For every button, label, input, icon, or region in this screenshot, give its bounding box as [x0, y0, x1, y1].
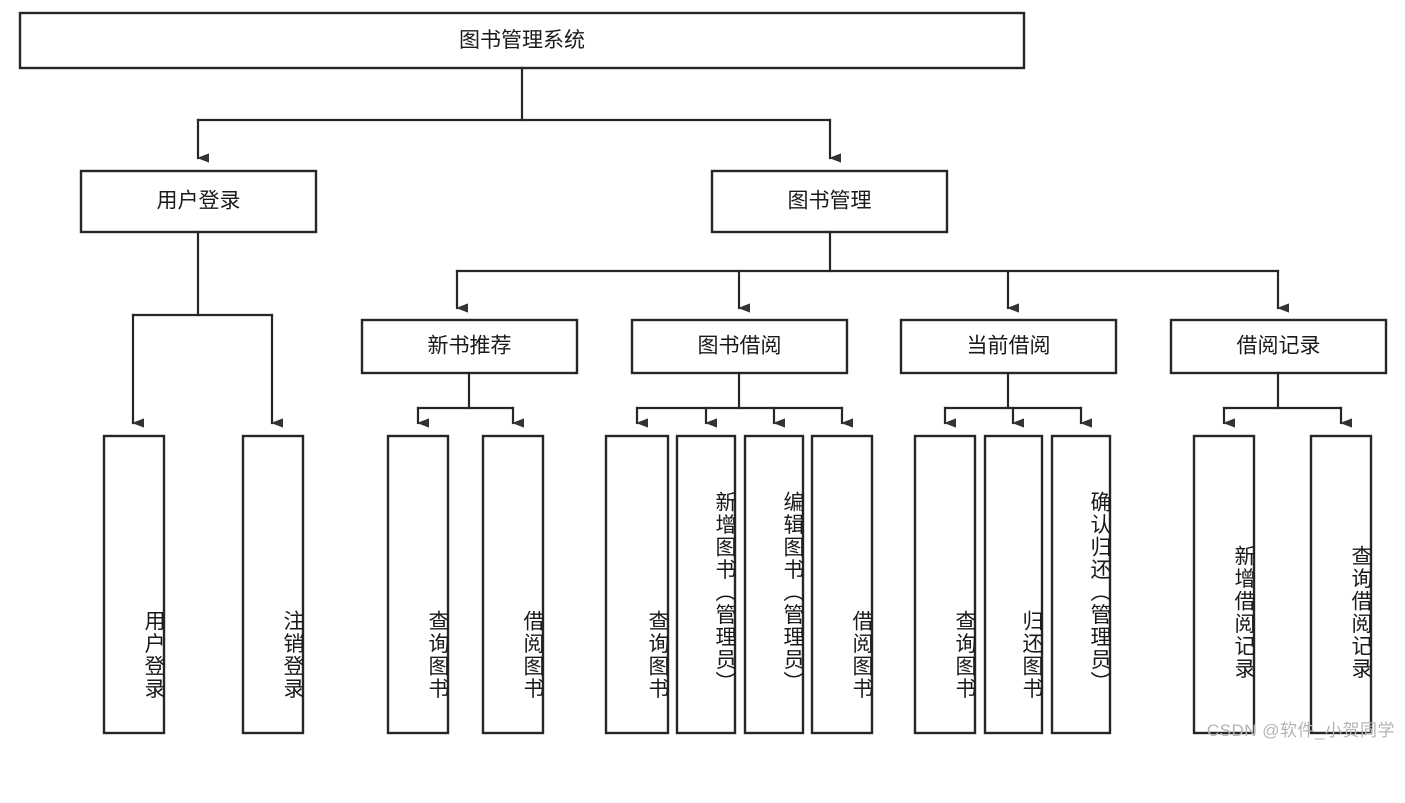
node-box-book-management[interactable] [710, 169, 949, 234]
node-box-leaf-logout[interactable] [241, 434, 305, 735]
node-label-book-borrow: 图书借阅 [698, 335, 782, 358]
node-box-leaf-borrow-book-2[interactable] [810, 434, 874, 735]
node-label-borrow-record: 借阅记录 [1237, 335, 1321, 358]
node-box-leaf-borrow-book-1[interactable] [481, 434, 545, 735]
node-box-leaf-add-borrow-record[interactable] [1192, 434, 1256, 735]
node-label-current-borrow: 当前借阅 [967, 335, 1051, 358]
node-box-leaf-add-book-admin[interactable] [675, 434, 737, 735]
csdn-watermark: CSDN @软件_小贺同学 [1206, 721, 1395, 740]
node-box-leaf-query-borrow-record[interactable] [1309, 434, 1373, 735]
flowchart-diagram: 图书管理系统 用户登录 图书管理 新书推荐 图书借阅 当前借阅 [18, 11, 1395, 740]
node-box-borrow-record[interactable] [1169, 318, 1388, 375]
node-box-book-borrow[interactable] [630, 318, 849, 375]
node-box-leaf-query-book-3[interactable] [913, 434, 977, 735]
node-box-leaf-edit-book-admin[interactable] [743, 434, 805, 735]
diagram-canvas: 图书管理系统 用户登录 图书管理 新书推荐 图书借阅 当前借阅 [18, 11, 1388, 735]
node-box-leaf-user-login[interactable] [102, 434, 166, 735]
node-box-leaf-query-book-1[interactable] [386, 434, 450, 735]
node-box-leaf-query-book-2[interactable] [604, 434, 670, 735]
node-label-root: 图书管理系统 [459, 29, 585, 52]
node-label-user-login: 用户登录 [157, 190, 241, 213]
node-box-leaf-return-book[interactable] [983, 434, 1044, 735]
node-label-book-management: 图书管理 [788, 190, 872, 213]
node-box-root[interactable] [18, 11, 1026, 70]
node-label-new-book-recommend: 新书推荐 [428, 335, 512, 358]
node-box-new-book-recommend[interactable] [360, 318, 579, 375]
node-box-leaf-confirm-return-admin[interactable] [1050, 434, 1112, 735]
node-box-current-borrow[interactable] [899, 318, 1118, 375]
